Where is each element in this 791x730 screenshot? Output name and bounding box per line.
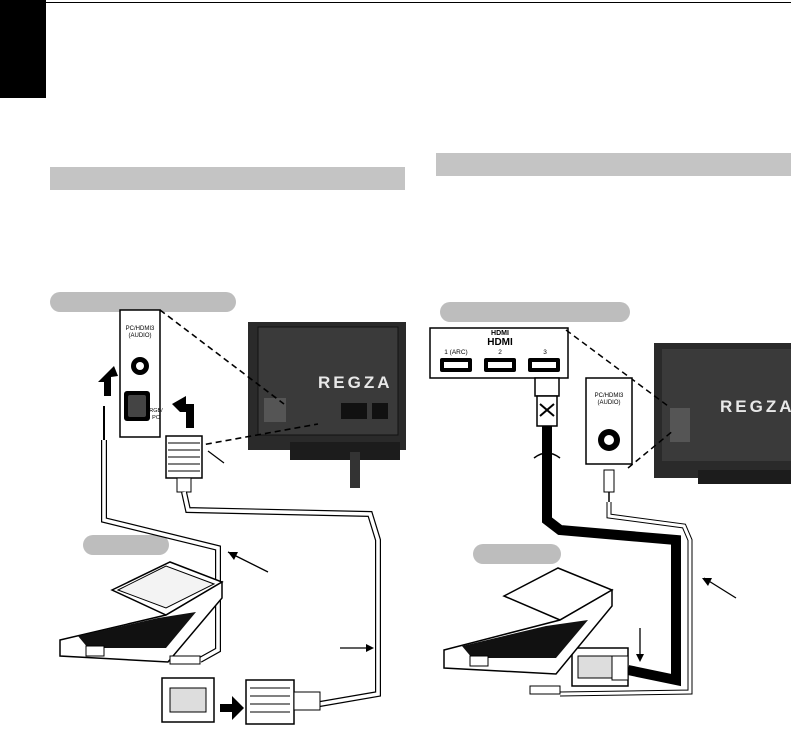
vga-connector-icon [165, 435, 203, 493]
section-header-pc-rgb [50, 167, 405, 190]
dvi-adapter-icon [161, 677, 215, 723]
audio-cable-icon [559, 469, 693, 697]
vga-plug-bottom-left [245, 679, 321, 725]
jack-label-left-1: PC/HDMI3 [126, 326, 155, 332]
rgb-label-left-2: PC [152, 415, 160, 421]
label-pill-tv-rear-right [440, 302, 630, 322]
laptop-icon-right [443, 567, 614, 675]
hdmi-port-label-3: 3 [543, 349, 547, 356]
rgb-label-left-1: RGB/ [149, 408, 163, 414]
hdmi-cable-icon [534, 377, 681, 687]
jack-label-left-2: (AUDIO) [129, 333, 152, 339]
label-pill-computer-left [83, 535, 169, 555]
language-tab [0, 0, 46, 98]
tv-back-icon-right: REGZA [654, 343, 791, 484]
hdmi-panel: HDMI HDMI 1 (ARC) 2 3 [429, 327, 569, 379]
top-rule [46, 2, 791, 3]
laptop-icon [59, 561, 224, 663]
jack-label-right-2: (AUDIO) [598, 400, 621, 406]
tv-brand-text-right: REGZA [720, 397, 791, 416]
terminal-panel-right: PC/HDMI3 (AUDIO) [585, 377, 633, 465]
hdmi-logo: HDMI [487, 337, 513, 348]
hdmi-logo-top: HDMI [491, 330, 509, 337]
jack-label-right-1: PC/HDMI3 [595, 393, 624, 399]
label-pill-computer-right [473, 544, 561, 564]
tv-brand-text-left: REGZA [318, 373, 393, 392]
section-header-pc-hdmi [436, 153, 791, 176]
hdmi-port-label-2: 2 [498, 349, 502, 356]
hdmi-port-label-1: 1 (ARC) [444, 349, 467, 356]
terminal-panel-left: PC/HDMI3 (AUDIO) RGB/ PC [119, 309, 163, 438]
dvi-adapter-right [571, 647, 629, 687]
label-pill-tv-rear-left [50, 292, 236, 312]
tv-back-icon: REGZA [248, 322, 406, 488]
